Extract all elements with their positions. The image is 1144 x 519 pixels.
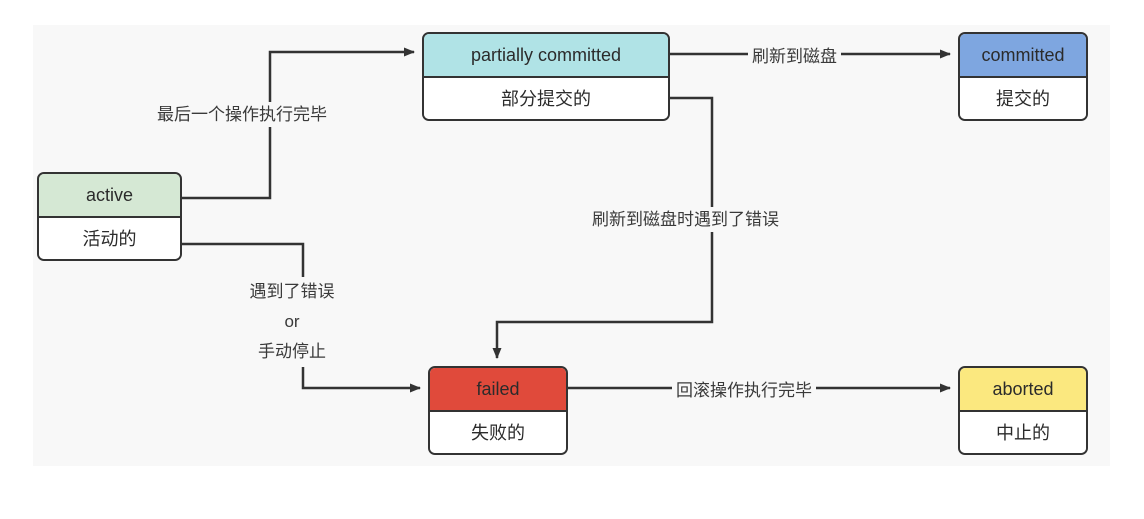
edge-label-active-to-failed: 遇到了错误 or 手动停止 — [238, 277, 346, 367]
edge-label-partially-committed-to-committed: 刷新到磁盘 — [748, 44, 841, 69]
node-active-label-zh: 活动的 — [39, 218, 180, 259]
edge-label-active-to-partially-committed: 最后一个操作执行完毕 — [153, 102, 331, 127]
node-failed[interactable]: failed 失败的 — [428, 366, 568, 455]
node-partially-committed-label-zh: 部分提交的 — [424, 78, 668, 119]
node-partially-committed[interactable]: partially committed 部分提交的 — [422, 32, 670, 121]
node-failed-label-en: failed — [430, 368, 566, 412]
node-failed-label-zh: 失败的 — [430, 412, 566, 453]
node-aborted-label-zh: 中止的 — [960, 412, 1086, 453]
node-aborted[interactable]: aborted 中止的 — [958, 366, 1088, 455]
node-aborted-label-en: aborted — [960, 368, 1086, 412]
edge-label-line-1: 遇到了错误 — [249, 282, 335, 301]
edge-label-line-3: 手动停止 — [258, 342, 326, 361]
node-committed[interactable]: committed 提交的 — [958, 32, 1088, 121]
node-active[interactable]: active 活动的 — [37, 172, 182, 261]
node-partially-committed-label-en: partially committed — [424, 34, 668, 78]
edge-label-failed-to-aborted: 回滚操作执行完毕 — [672, 378, 816, 403]
node-active-label-en: active — [39, 174, 180, 218]
node-committed-label-en: committed — [960, 34, 1086, 78]
edge-label-partially-committed-to-failed: 刷新到磁盘时遇到了错误 — [588, 207, 783, 232]
node-committed-label-zh: 提交的 — [960, 78, 1086, 119]
edge-label-line-2: or — [284, 312, 300, 331]
